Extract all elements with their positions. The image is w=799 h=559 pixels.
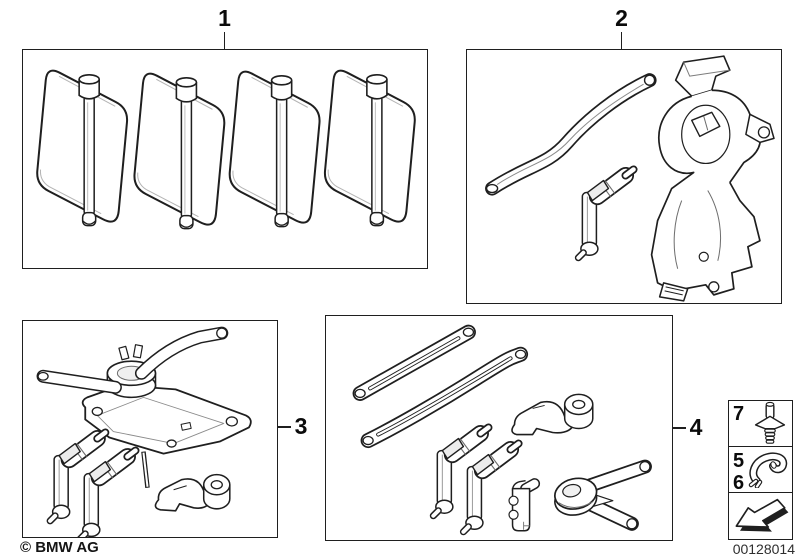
callout-line-2 bbox=[620, 32, 622, 49]
legend-label-6: 6 bbox=[733, 472, 745, 494]
flap-valve-2 bbox=[133, 72, 226, 230]
direction-arrow-icon bbox=[735, 498, 789, 532]
linkage-parts-drawing bbox=[352, 324, 652, 540]
lever-and-housing-drawing bbox=[485, 55, 775, 302]
parts-box-3 bbox=[22, 320, 278, 538]
support-bracket bbox=[154, 473, 231, 512]
legend-cell-rivet bbox=[729, 401, 792, 447]
parts-box-2 bbox=[466, 49, 782, 304]
clip-icon bbox=[748, 452, 788, 488]
legend-label-7: 7 bbox=[733, 403, 745, 425]
callout-label-1: 1 bbox=[218, 5, 231, 31]
disc-lever bbox=[554, 459, 652, 531]
flap-actuator-unit bbox=[36, 326, 252, 488]
callout-label-3: 3 bbox=[294, 413, 308, 439]
callout-label-4: 4 bbox=[689, 414, 703, 440]
vacuum-actuator bbox=[578, 169, 633, 257]
legend-label-5: 5 bbox=[733, 450, 745, 472]
document-number: 00128014 bbox=[732, 541, 795, 557]
callout-line-4 bbox=[672, 427, 686, 429]
callout-line-3 bbox=[277, 426, 291, 428]
actuator-assembly-drawing bbox=[36, 326, 252, 537]
parts-box-1 bbox=[22, 49, 428, 269]
flap-valve-3 bbox=[228, 70, 321, 228]
callout-line-1 bbox=[223, 32, 225, 49]
vacuum-actuator-2 bbox=[80, 451, 135, 537]
latch-clip bbox=[508, 478, 541, 532]
boss-bracket bbox=[511, 393, 594, 436]
connecting-link-2 bbox=[360, 346, 529, 449]
flap-valves-drawing bbox=[36, 69, 416, 230]
connecting-link-1 bbox=[352, 324, 476, 401]
copyright-label: © BMW AG bbox=[20, 539, 99, 556]
flap-valve-1 bbox=[36, 69, 129, 227]
control-lever bbox=[485, 73, 657, 196]
flap-valve-4 bbox=[323, 69, 416, 227]
callout-label-2: 2 bbox=[615, 5, 628, 31]
legend-cell-clip bbox=[729, 447, 792, 493]
parts-box-4 bbox=[325, 315, 673, 541]
rivet-icon bbox=[754, 401, 786, 444]
housing-assembly bbox=[650, 55, 775, 302]
